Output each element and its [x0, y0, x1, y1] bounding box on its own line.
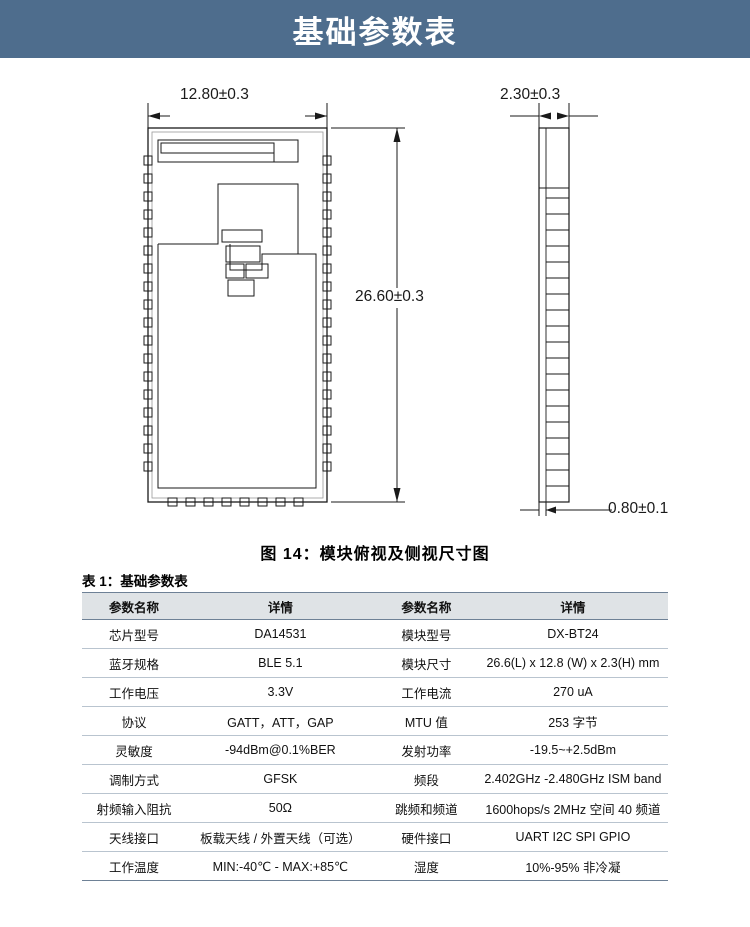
- dimension-thickness-label: 0.80±0.1: [608, 500, 669, 517]
- table-cell: 10%-95% 非冷凝: [477, 851, 668, 881]
- components: [221, 229, 269, 297]
- drawing-svg: [143, 103, 612, 516]
- table-cell: UART I2C SPI GPIO: [477, 822, 668, 852]
- dimension-side-width-label: 2.30±0.3: [500, 86, 561, 103]
- page-title: 基础参数表: [292, 14, 458, 50]
- table-cell: BLE 5.1: [185, 648, 375, 678]
- page-header-band: [0, 0, 750, 58]
- table-header-cell: 详情: [185, 592, 375, 620]
- table-row: 协议 GATT，ATT，GAP MTU 值 253 字节: [82, 706, 668, 736]
- table-cell: 26.6(L) x 12.8 (W) x 2.3(H) mm: [477, 648, 668, 678]
- table-cell: 工作电压: [82, 677, 186, 707]
- table-cell: -94dBm@0.1%BER: [185, 735, 375, 765]
- table-cell: GATT，ATT，GAP: [185, 706, 375, 736]
- table-cell: 1600hops/s 2MHz 空间 40 频道: [477, 793, 668, 823]
- table-cell: 硬件接口: [374, 822, 478, 852]
- table-cell: 频段: [374, 764, 478, 794]
- table-cell: 协议: [82, 706, 186, 736]
- table-cell: 模块尺寸: [374, 648, 478, 678]
- table-cell: DX-BT24: [477, 619, 668, 649]
- table-row: 蓝牙规格 BLE 5.1 模块尺寸 26.6(L) x 12.8 (W) x 2…: [82, 648, 668, 678]
- table-cell: 蓝牙规格: [82, 648, 186, 678]
- table-header-row: 参数名称 详情 参数名称 详情: [82, 592, 668, 620]
- table-row: 天线接口 板载天线 / 外置天线（可选） 硬件接口 UART I2C SPI G…: [82, 822, 668, 852]
- thickness-dimension-line: [520, 502, 612, 516]
- antenna-trace: [157, 139, 299, 163]
- table-cell: 芯片型号: [82, 619, 186, 649]
- table-cell: 253 字节: [477, 706, 668, 736]
- table-row: 调制方式 GFSK 频段 2.402GHz -2.480GHz ISM band: [82, 764, 668, 794]
- dimension-width-label: 12.80±0.3: [180, 86, 249, 103]
- dimension-height-label: 26.60±0.3: [355, 288, 424, 305]
- table-cell: 射频输入阻抗: [82, 793, 186, 823]
- table-row: 灵敏度 -94dBm@0.1%BER 发射功率 -19.5~+2.5dBm: [82, 735, 668, 765]
- table-cell: 天线接口: [82, 822, 186, 852]
- table-cell: 湿度: [374, 851, 478, 881]
- table-row: 工作温度 MIN:-40℃ - MAX:+85℃ 湿度 10%-95% 非冷凝: [82, 851, 668, 881]
- table-header-cell: 详情: [477, 592, 668, 620]
- table-cell: 50Ω: [185, 793, 375, 823]
- parameter-table: 参数名称 详情 参数名称 详情 芯片型号 DA14531 模块型号 DX-BT2…: [82, 592, 668, 881]
- table-row: 射频输入阻抗 50Ω 跳频和频道 1600hops/s 2MHz 空间 40 频…: [82, 793, 668, 823]
- table-cell: GFSK: [185, 764, 375, 794]
- pcb-inner-region: [157, 183, 317, 489]
- figure-caption: 图 14：模块俯视及侧视尺寸图: [260, 546, 490, 563]
- table-title: 表 1：基础参数表: [82, 574, 188, 589]
- table-cell: 板载天线 / 外置天线（可选）: [185, 822, 375, 852]
- table-cell: DA14531: [185, 619, 375, 649]
- table-cell: 调制方式: [82, 764, 186, 794]
- table-cell: 2.402GHz -2.480GHz ISM band: [477, 764, 668, 794]
- table-row: 芯片型号 DA14531 模块型号 DX-BT24: [82, 619, 668, 649]
- table-cell: 发射功率: [374, 735, 478, 765]
- table-row: 工作电压 3.3V 工作电流 270 uA: [82, 677, 668, 707]
- table-cell: 270 uA: [477, 677, 668, 707]
- side-width-dimension-line: [510, 103, 598, 130]
- table-header-cell: 参数名称: [82, 592, 186, 620]
- table-cell: -19.5~+2.5dBm: [477, 735, 668, 765]
- module-outline-top: [147, 127, 328, 503]
- table-cell: MIN:-40℃ - MAX:+85℃: [185, 851, 375, 881]
- height-dimension-line: [331, 127, 405, 503]
- table-cell: 3.3V: [185, 677, 375, 707]
- table-header-cell: 参数名称: [374, 592, 478, 620]
- table-cell: 灵敏度: [82, 735, 186, 765]
- width-dimension-line: [147, 103, 328, 128]
- table-cell: 工作温度: [82, 851, 186, 881]
- table-cell: 跳频和频道: [374, 793, 478, 823]
- module-dimension-drawing: 12.80±0.3 2.30±0.3 26.60±0.3 0.80±0.1: [0, 58, 750, 568]
- table-cell: 工作电流: [374, 677, 478, 707]
- table-cell: 模块型号: [374, 619, 478, 649]
- table-cell: MTU 值: [374, 706, 478, 736]
- module-outline-side: [538, 127, 570, 503]
